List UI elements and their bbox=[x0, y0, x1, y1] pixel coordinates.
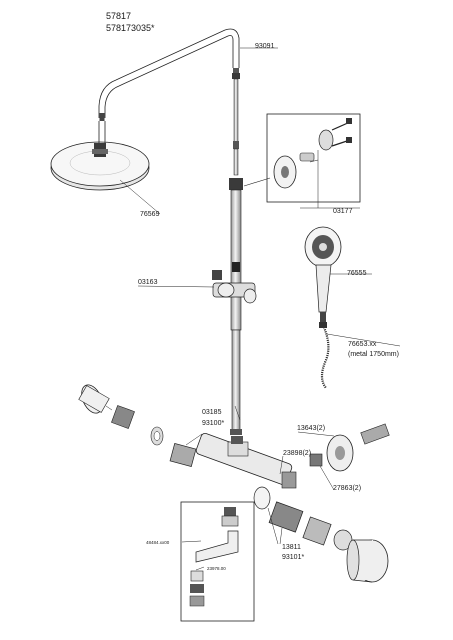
label-93101: 93101* bbox=[282, 554, 304, 561]
label-03177: 03177 bbox=[333, 208, 353, 215]
label-23898: 23898(2) bbox=[283, 450, 311, 457]
model-number: 57817 bbox=[106, 11, 131, 21]
label-76569: 76569 bbox=[140, 211, 160, 218]
left-handle-assembly bbox=[78, 384, 197, 467]
label-76653-note: (metal 1750mm) bbox=[348, 351, 399, 358]
shower-hose bbox=[320, 324, 330, 389]
label-27863: 27863(2) bbox=[333, 485, 361, 492]
arm-nut bbox=[99, 113, 105, 121]
label-03185: 03185 bbox=[202, 409, 222, 416]
label-48484: 48484.xx00 bbox=[146, 540, 170, 545]
leader-lines bbox=[119, 47, 401, 571]
wall-bracket bbox=[243, 118, 352, 189]
label-93100: 93100* bbox=[202, 420, 224, 427]
label-93091: 93091 bbox=[255, 43, 275, 50]
bath-spout bbox=[189, 507, 239, 607]
hose-nut bbox=[319, 322, 327, 328]
hand-shower bbox=[304, 226, 342, 322]
label-13811: 13811 bbox=[282, 544, 301, 551]
label-13643: 13643(2) bbox=[297, 425, 325, 432]
upper-riser-pipe bbox=[232, 68, 240, 176]
label-76653: 76653.xx bbox=[348, 341, 377, 348]
label-03163: 03163 bbox=[138, 279, 158, 286]
rain-shower-head bbox=[50, 121, 150, 191]
right-handle-assembly bbox=[253, 486, 389, 583]
inlet-fittings bbox=[281, 423, 390, 489]
hand-shower-slider bbox=[212, 262, 257, 304]
label-76555: 76555 bbox=[347, 270, 367, 277]
thermostat-body bbox=[195, 432, 293, 486]
label-23978: 23978.00 bbox=[207, 566, 226, 571]
model-variant: 578173035* bbox=[106, 23, 155, 33]
main-riser-pipe bbox=[229, 178, 243, 435]
shower-arm bbox=[98, 28, 240, 118]
